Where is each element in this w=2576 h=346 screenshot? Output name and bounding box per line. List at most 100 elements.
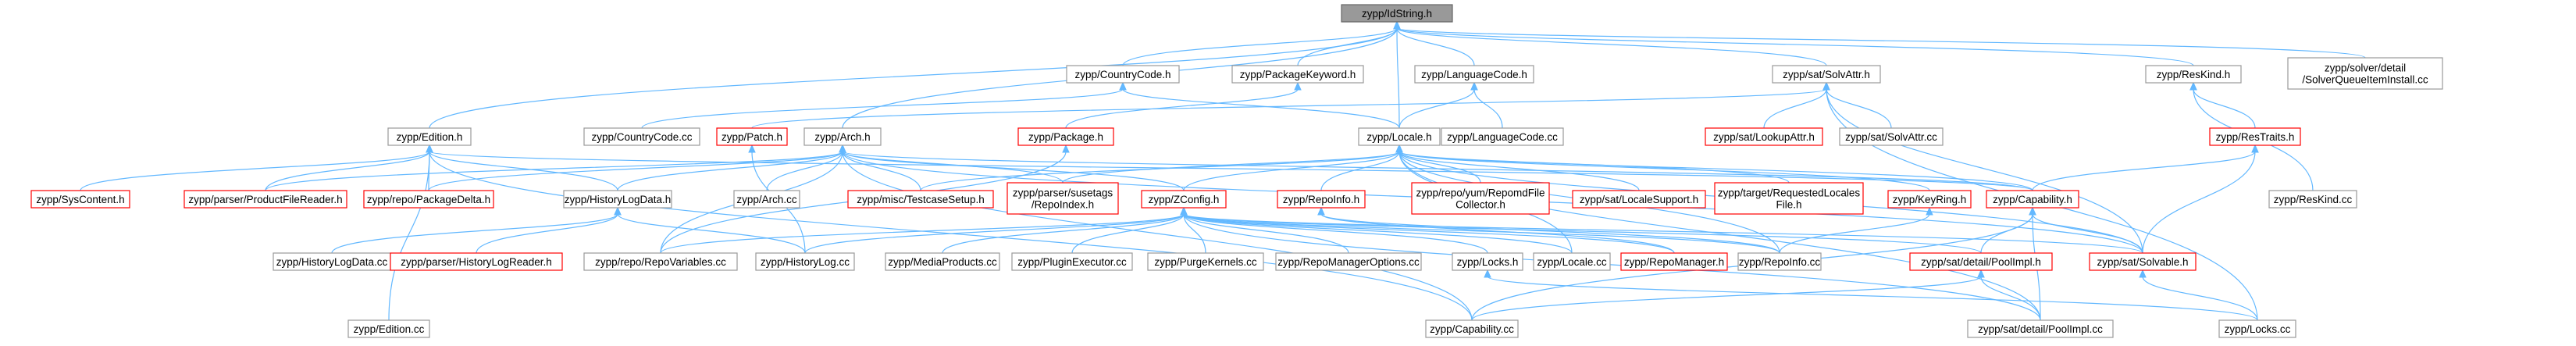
dependency-edge [476,213,618,254]
graph-node-poolimpl-h[interactable]: zypp/sat/detail/PoolImpl.h [1909,252,2053,271]
graph-node-repomanager-h[interactable]: zypp/RepoManager.h [1620,252,1728,271]
graph-node-languagecode-cc[interactable]: zypp/LanguageCode.cc [1441,127,1564,146]
graph-node-lookupattr-h[interactable]: zypp/sat/LookupAttr.h [1705,127,1823,146]
graph-node-zconfig-h[interactable]: zypp/ZConfig.h [1141,190,1227,209]
graph-node-solvattr-h[interactable]: zypp/sat/SolvAttr.h [1772,65,1881,84]
graph-node-languagecode-h[interactable]: zypp/LanguageCode.h [1414,65,1534,84]
graph-node-countrycode-cc[interactable]: zypp/CountryCode.cc [583,127,700,146]
dependency-edge [1980,276,2041,321]
arrowhead [2251,144,2259,153]
node-box [1705,127,1823,146]
graph-node-edition-cc[interactable]: zypp/Edition.cc [347,319,430,338]
node-label: zypp/LanguageCode.cc [1447,131,1558,143]
graph-node-repoinfo-cc[interactable]: zypp/RepoInfo.cc [1737,252,1822,271]
arrowhead [1062,144,1070,153]
graph-node-testcasesetup-h[interactable]: zypp/misc/TestcaseSetup.h [847,190,994,209]
graph-node-purgekernels-cc[interactable]: zypp/PurgeKernels.cc [1147,252,1264,271]
graph-node-edition-h[interactable]: zypp/Edition.h [387,127,472,146]
graph-node-root[interactable]: zypp/IdString.h [1341,4,1453,23]
graph-node-poolimpl-cc[interactable]: zypp/sat/detail/PoolImpl.cc [1967,319,2114,338]
dependency-edge [751,88,1827,129]
node-box [885,252,1000,271]
graph-node-reskind-h[interactable]: zypp/ResKind.h [2145,65,2242,84]
graph-node-repovariables-cc[interactable]: zypp/repo/RepoVariables.cc [583,252,738,271]
graph-node-repoinfo-h[interactable]: zypp/RepoInfo.h [1277,190,1366,209]
dependency-edge [1398,151,1790,184]
node-box [30,190,130,209]
node-box [716,127,788,146]
node-box [847,190,994,209]
node-box [1572,190,1706,209]
graph-node-mediaproducts-cc[interactable]: zypp/MediaProducts.cc [885,252,1000,271]
arrowhead [426,144,433,153]
node-box [2145,65,2242,84]
dependency-edge [1763,88,1827,129]
dependency-edge [1398,151,2033,191]
node-box [363,190,494,209]
node-label: zypp/Locks.cc [2225,323,2291,335]
node-box [1737,252,1822,271]
node-box [1007,182,1119,215]
dependency-edge [1473,88,1503,129]
graph-node-locks-cc[interactable]: zypp/Locks.cc [2218,319,2296,338]
graph-node-historylog-cc[interactable]: zypp/HistoryLog.cc [755,252,855,271]
dependency-edge [804,213,1185,254]
graph-node-historylogdata-cc[interactable]: zypp/HistoryLogData.cc [273,252,391,271]
dependency-edge [429,151,2033,191]
graph-node-reskind-cc[interactable]: zypp/ResKind.cc [2268,190,2357,209]
graph-node-arch-cc[interactable]: zypp/Arch.cc [733,190,800,209]
graph-node-historylogreader-h[interactable]: zypp/parser/HistoryLogReader.h [390,252,563,271]
node-label: zypp/IdString.h [1362,8,1432,20]
node-box [2089,252,2197,271]
graph-edges [80,20,2366,321]
graph-node-solvattr-cc[interactable]: zypp/sat/SolvAttr.cc [1839,127,1944,146]
graph-node-capability-h[interactable]: zypp/Capability.h [1986,190,2079,209]
node-label: zypp/parser/ProductFileReader.h [188,194,342,205]
node-box [1452,252,1523,271]
node-box [1839,127,1944,146]
graph-node-capability-cc[interactable]: zypp/Capability.cc [1425,319,1519,338]
node-box [1714,182,1864,215]
arrowhead [839,144,846,153]
graph-node-locale-cc[interactable]: zypp/Locale.cc [1533,252,1611,271]
node-label: zypp/Package.h [1028,131,1103,143]
dependency-edge [429,151,618,191]
graph-node-productfilereader-h[interactable]: zypp/parser/ProductFileReader.h [183,190,347,209]
graph-node-locks-h[interactable]: zypp/Locks.h [1452,252,1523,271]
graph-node-package-h[interactable]: zypp/Package.h [1017,127,1114,146]
graph-node-historylogdata-h[interactable]: zypp/HistoryLogData.h [563,190,672,209]
graph-node-solvable-h[interactable]: zypp/sat/Solvable.h [2089,252,2197,271]
graph-node-arch-h[interactable]: zypp/Arch.h [803,127,882,146]
node-box [1909,252,2053,271]
graph-node-keyring-h[interactable]: zypp/KeyRing.h [1887,190,1972,209]
graph-node-restraits-h[interactable]: zypp/ResTraits.h [2209,127,2301,146]
graph-node-repomanageroptions-cc[interactable]: zypp/RepoManagerOptions.cc [1275,252,1422,271]
graph-node-countrycode-h[interactable]: zypp/CountryCode.h [1066,65,1180,84]
node-label: Collector.h [1455,199,1505,211]
dependency-edge [1183,213,1206,254]
dependency-edge [1471,276,1982,321]
graph-node-solverqueue-cc[interactable]: zypp/solver/detail/SolverQueueItemInstal… [2287,57,2443,90]
dependency-edge [942,213,1185,254]
dependency-edge [617,213,806,254]
node-label: zypp/MediaProducts.cc [888,256,997,268]
node-label: zypp/RepoInfo.h [1283,194,1359,205]
node-label: zypp/parser/susetags [1013,187,1113,199]
node-label: zypp/sat/Solvable.h [2097,256,2188,268]
graph-node-packagekeyword-h[interactable]: zypp/PackageKeyword.h [1231,65,1364,84]
arrowhead [1317,206,1325,216]
dependency-edge [1062,151,1400,184]
node-label: zypp/RepoManager.h [1624,256,1724,268]
graph-node-locale-h[interactable]: zypp/Locale.h [1358,127,1441,146]
graph-node-localesupport-h[interactable]: zypp/sat/LocaleSupport.h [1572,190,1706,209]
graph-node-repoindex-h[interactable]: zypp/parser/susetags/RepoIndex.h [1007,182,1119,215]
graph-node-patch-h[interactable]: zypp/Patch.h [716,127,788,146]
graph-node-pluginexecutor-cc[interactable]: zypp/PluginExecutor.cc [1011,252,1133,271]
dependency-edge [617,151,843,191]
node-label: zypp/sat/SolvAttr.cc [1845,131,1937,143]
graph-node-packagedelta-h[interactable]: zypp/repo/PackageDelta.h [363,190,494,209]
graph-node-syscontent-h[interactable]: zypp/SysContent.h [30,190,130,209]
